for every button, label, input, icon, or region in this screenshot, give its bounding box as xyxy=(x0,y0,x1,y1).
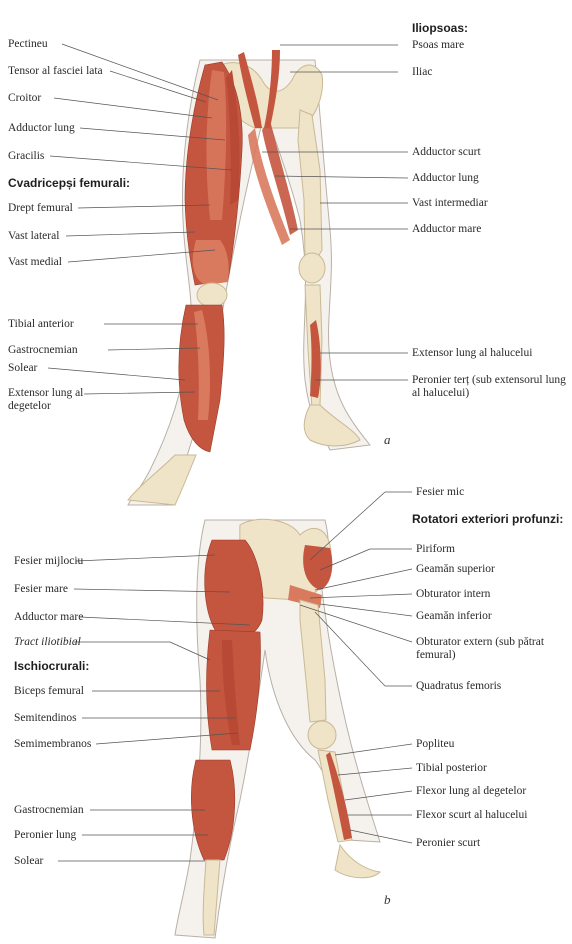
label-adductor-lung-a: Adductor lung xyxy=(8,122,75,135)
label-vast-medial: Vast medial xyxy=(8,256,62,269)
label-peronier-lung: Peronier lung xyxy=(14,829,76,842)
label-adductor-mare-a: Adductor mare xyxy=(412,223,481,236)
label-semimembranos: Semimembranos xyxy=(14,738,91,751)
label-geaman-inferior: Geamăn inferior xyxy=(416,610,492,623)
label-biceps-femural: Biceps femural xyxy=(14,685,84,698)
label-drept-femural: Drept femural xyxy=(8,202,73,215)
label-piriform: Piriform xyxy=(416,543,455,556)
label-vast-lateral: Vast lateral xyxy=(8,230,59,243)
label-geaman-superior: Geamăn superior xyxy=(416,563,495,576)
label-tibial-posterior: Tibial posterior xyxy=(416,762,487,775)
label-peronier-tert: Peronier terț (sub extensorul lung al ha… xyxy=(412,374,570,400)
label-croitor: Croitor xyxy=(8,92,41,105)
label-popliteu: Popliteu xyxy=(416,738,454,751)
header-rotatori-exteriori: Rotatori exteriori profunzi: xyxy=(412,512,563,526)
label-fesier-mare: Fesier mare xyxy=(14,583,68,596)
label-gastrocnemian-a: Gastrocnemian xyxy=(8,344,78,357)
panel-letter-b: b xyxy=(384,892,391,908)
header-cvadricepsi: Cvadricepși femurali: xyxy=(8,176,130,190)
label-adductor-scurt: Adductor scurt xyxy=(412,146,481,159)
label-semitendinos: Semitendinos xyxy=(14,712,77,725)
panel-letter-a: a xyxy=(384,432,391,448)
label-quadratus-femoris: Quadratus femoris xyxy=(416,680,501,693)
label-psoas-mare: Psoas mare xyxy=(412,39,464,52)
label-obturator-extern: Obturator extern (sub pătrat femural) xyxy=(416,636,566,662)
label-iliac: Iliac xyxy=(412,66,432,79)
label-tibial-anterior: Tibial anterior xyxy=(8,318,74,331)
label-extensor-lung-halucelui: Extensor lung al halucelui xyxy=(412,347,532,360)
panel-b-figure xyxy=(175,519,380,938)
label-adductor-lung-a-right: Adductor lung xyxy=(412,172,479,185)
label-flexor-scurt-halucelui: Flexor scurt al halucelui xyxy=(416,809,527,822)
label-extensor-lung-degetelor: Extensor lung al degetelor xyxy=(8,387,108,413)
panel-a-figure xyxy=(128,50,370,505)
label-tensor-fasciei-lata: Tensor al fasciei lata xyxy=(8,65,103,78)
header-iliopsoas: Iliopsoas: xyxy=(412,21,468,35)
label-flexor-lung-degetelor: Flexor lung al degetelor xyxy=(416,785,526,798)
label-obturator-intern: Obturator intern xyxy=(416,588,490,601)
header-ischiocrurali: Ischiocrurali: xyxy=(14,659,89,673)
label-vast-intermediar: Vast intermediar xyxy=(412,197,488,210)
label-pectineu: Pectineu xyxy=(8,38,48,51)
label-gracilis: Gracilis xyxy=(8,150,44,163)
label-fesier-mic: Fesier mic xyxy=(416,486,464,499)
label-solear-b: Solear xyxy=(14,855,43,868)
label-adductor-mare-b: Adductor mare xyxy=(14,611,83,624)
label-tract-iliotibial: Tract iliotibial xyxy=(14,636,81,649)
label-gastrocnemian-b: Gastrocnemian xyxy=(14,804,84,817)
label-solear-a: Solear xyxy=(8,362,37,375)
label-peronier-scurt: Peronier scurt xyxy=(416,837,480,850)
label-fesier-mijlociu: Fesier mijlociu xyxy=(14,555,83,568)
